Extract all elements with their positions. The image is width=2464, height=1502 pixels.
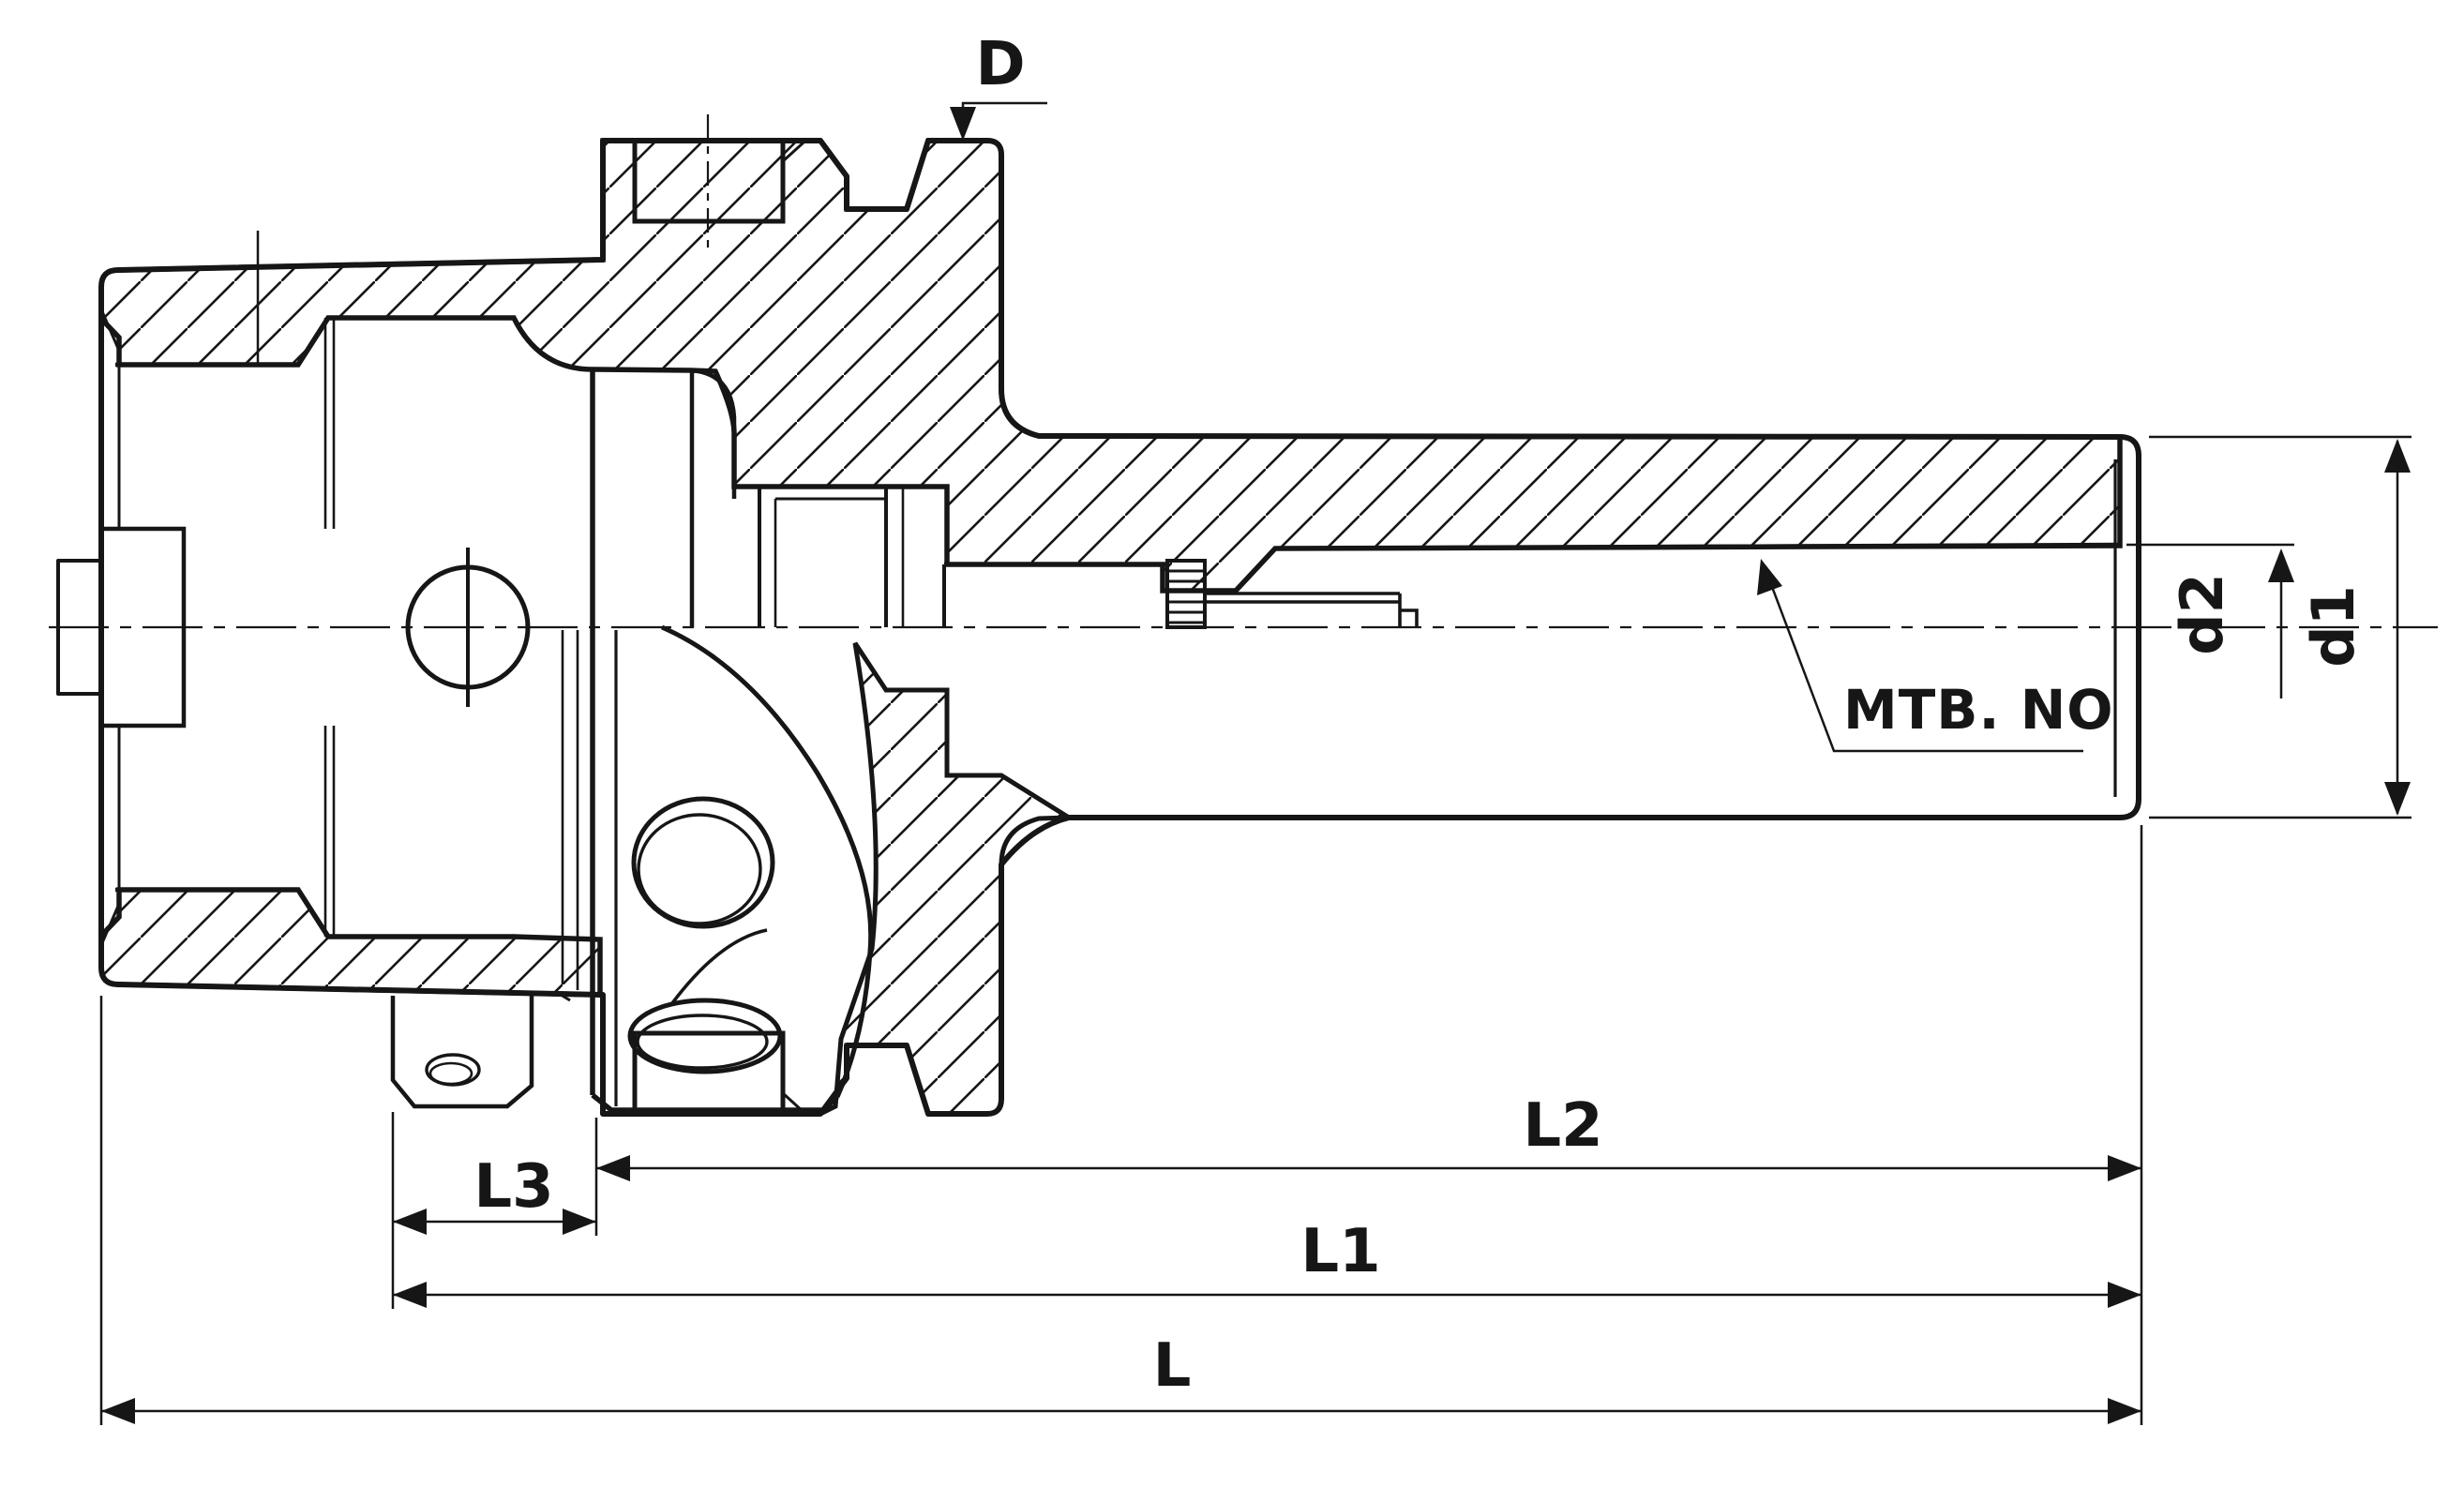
section-top-band: [98, 138, 2123, 593]
morse-taper-bore: [1274, 542, 2121, 551]
arrow-d1-top: [2384, 439, 2411, 473]
knurled-screw: [1165, 559, 1207, 629]
face-chamfer-top: [99, 308, 121, 352]
dim-L1: [393, 1282, 2141, 1308]
dim-mtb-leader: [1757, 559, 2083, 753]
outline-group: [56, 138, 2141, 1117]
shank-bore-top: [115, 315, 514, 368]
label-L1: L1: [1300, 1217, 1380, 1286]
drive-slot-top-chamfer: [781, 141, 805, 163]
coolant-tube-end: [1398, 593, 1419, 627]
dim-d2: [2126, 543, 2294, 698]
label-group: D d2 d1 MTB. NO L3 L2 L1 L: [473, 30, 2367, 1401]
label-L: L: [1153, 1331, 1192, 1401]
nut-window-flat-inner: [636, 1014, 769, 1070]
collet-slot-end: [555, 990, 571, 1002]
arrow-d1-bottom: [2384, 782, 2411, 816]
tube-stub: [56, 559, 103, 696]
label-D: D: [975, 30, 1025, 99]
arrow-D: [950, 107, 976, 141]
nut-window-round: [631, 796, 775, 929]
dim-d1: [2149, 435, 2411, 819]
nut-window-round-inner: [637, 813, 762, 925]
bore-internal-group: [745, 459, 2121, 797]
dim-L: [101, 1398, 2141, 1424]
dim-L3: [393, 1209, 596, 1235]
dim-L2: [596, 1155, 2141, 1181]
label-L2: L2: [1523, 1091, 1602, 1161]
front-block-hole-inner: [428, 1061, 473, 1086]
shank-bore-bottom: [115, 887, 514, 939]
taper-bore-chamfer: [1234, 547, 1277, 593]
face-chamfer-bottom: [99, 903, 121, 946]
nut-dome-arc: [660, 624, 874, 1099]
label-mtb-no: MTB. NO: [1843, 678, 2114, 742]
arrow-d2: [2268, 548, 2294, 582]
side-hole: [405, 564, 531, 690]
nut-scallop-arc: [670, 928, 768, 1005]
drawbar-cavity: [101, 526, 187, 728]
nut-group: [390, 368, 874, 1113]
shank-internal-group: [101, 315, 514, 939]
arrow-mtb: [1757, 559, 1782, 595]
part-outline: [98, 138, 2141, 1117]
drive-slot-top: [632, 143, 786, 224]
label-d1: d1: [2299, 585, 2367, 668]
nut-window-flat: [627, 998, 783, 1074]
label-d2: d2: [2168, 573, 2236, 655]
label-L3: L3: [473, 1152, 553, 1222]
drive-slot-bottom: [632, 1030, 786, 1112]
flange-detail-group: [632, 141, 805, 1114]
nut-bottom-face: [591, 1092, 839, 1113]
nut-shoulder: [690, 368, 737, 499]
dimension-group: [99, 101, 2411, 1425]
nut-front-block: [390, 996, 534, 1109]
section-bottom-shank: [98, 887, 603, 998]
dim-D: [950, 101, 1047, 141]
